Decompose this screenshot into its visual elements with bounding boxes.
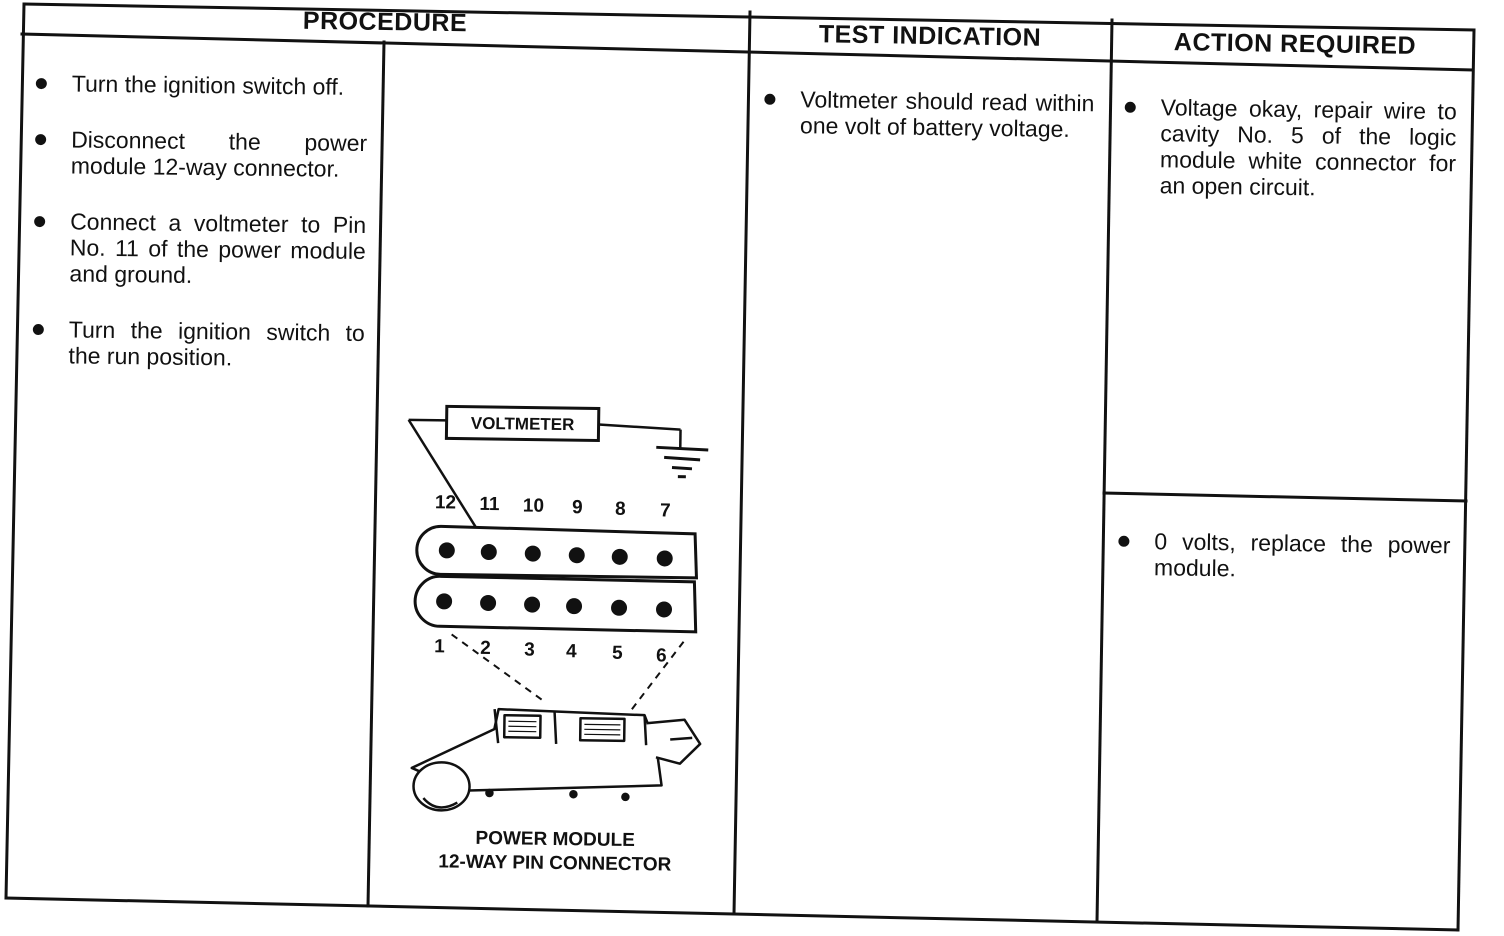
procedure-step: Connect a voltmeter to Pin No. 11 of the… — [29, 208, 366, 290]
pin-label: 6 — [656, 645, 667, 666]
test-indication-item: Voltmeter should read within one volt of… — [760, 86, 1095, 143]
probe-lead — [407, 419, 488, 546]
pin-label: 7 — [660, 500, 671, 521]
procedure-step: Disconnect the power module 12-way conne… — [31, 126, 368, 182]
procedure-steps-list: Turn the ignition switch off. Disconnect… — [28, 70, 368, 402]
pin-label: 12 — [435, 492, 456, 513]
pin-label: 10 — [523, 495, 544, 516]
test-indication-header: TEST INDICATION — [818, 20, 1042, 52]
procedure-header: PROCEDURE — [302, 6, 468, 38]
pin-label: 3 — [524, 639, 535, 660]
procedure-step: Turn the ignition switch to the run posi… — [28, 316, 365, 372]
pin-label: 5 — [612, 643, 623, 664]
connector-pins — [436, 542, 673, 618]
power-module-sketch — [410, 707, 702, 812]
voltmeter-label: VOLTMETER — [471, 414, 575, 434]
action-required-list-2: 0 volts, replace the power module. — [1113, 528, 1451, 615]
action-required-list-1: Voltage okay, repair wire to cavity No. … — [1119, 94, 1456, 233]
action-item: 0 volts, replace the power module. — [1114, 528, 1451, 585]
action-required-header: ACTION REQUIRED — [1173, 28, 1417, 60]
pin-label: 8 — [615, 499, 626, 520]
caption-line: 12-WAY PIN CONNECTOR — [438, 851, 672, 876]
pin-label: 9 — [572, 497, 583, 518]
projection-lines — [451, 633, 685, 720]
diagram-caption: POWER MODULE 12-WAY PIN CONNECTOR — [420, 826, 691, 878]
pin-label: 1 — [434, 636, 445, 657]
pin-label: 2 — [480, 638, 491, 659]
test-indication-list: Voltmeter should read within one volt of… — [759, 86, 1095, 173]
ground-icon — [656, 445, 709, 479]
pin-label: 4 — [566, 641, 577, 662]
procedure-step: Turn the ignition switch off. — [32, 70, 368, 100]
action-item: Voltage okay, repair wire to cavity No. … — [1119, 94, 1456, 203]
connector-body — [413, 524, 699, 634]
power-module-connector-diagram: VOLTMETER 12 11 10 9 8 7 — [407, 404, 709, 812]
pin-label: 11 — [479, 494, 500, 515]
